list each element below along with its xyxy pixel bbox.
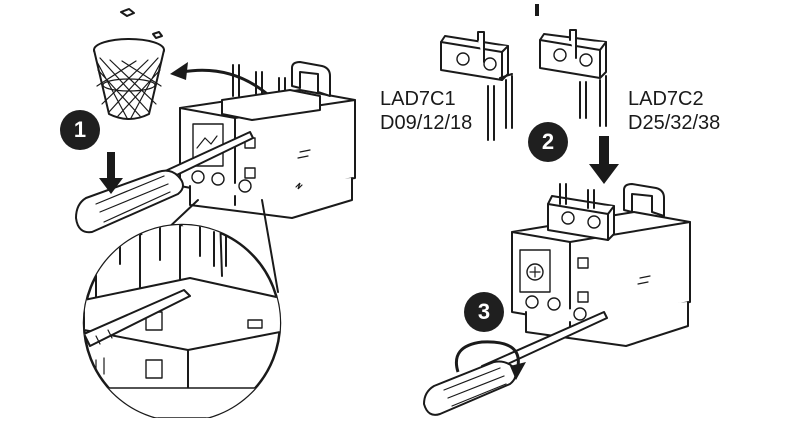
step-1-badge: 1 [60, 110, 100, 150]
step-3-badge: 3 [464, 292, 504, 332]
screwdriver-icon [423, 311, 608, 416]
screwdriver-icon [75, 131, 254, 234]
debris-pieces [120, 8, 163, 39]
down-arrow-icon [99, 152, 123, 194]
module-lad7c1 [440, 31, 513, 141]
zoom-detail [82, 223, 282, 423]
down-arrow-icon [589, 136, 619, 184]
label-lad7c2-model: LAD7C2 [628, 88, 704, 110]
step-2-badge: 2 [528, 122, 568, 162]
thermal-relay-1 [179, 61, 356, 219]
label-lad7c2-sizes: D25/32/38 [628, 112, 721, 134]
rotate-arrow-icon [455, 340, 526, 380]
wastebasket-icon [93, 38, 165, 120]
pin-tick-left [535, 4, 539, 16]
label-lad7c1-sizes: D09/12/18 [380, 112, 473, 134]
label-lad7c1-model: LAD7C1 [380, 88, 456, 110]
module-lad7c2 [539, 29, 607, 127]
